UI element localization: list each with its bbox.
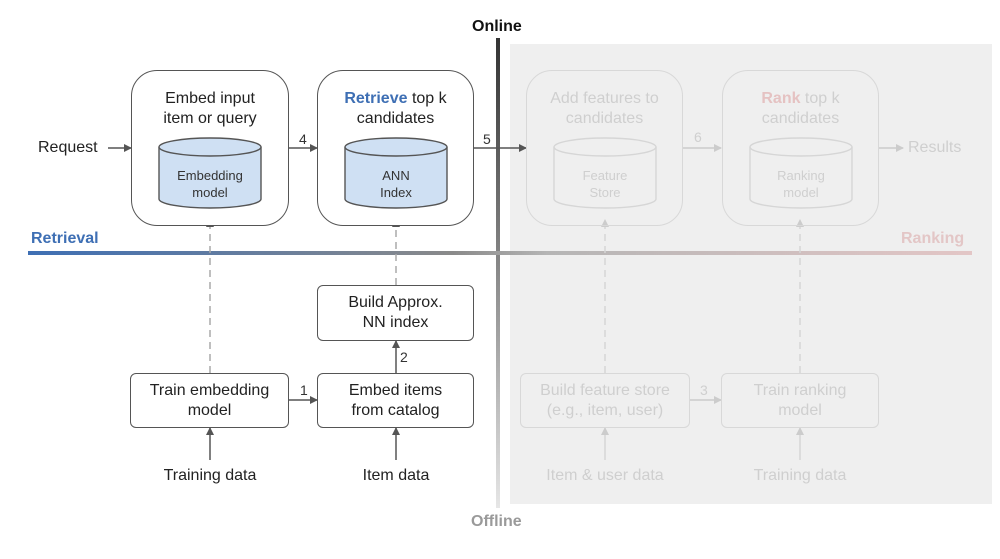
- train-ranking-box: Train ranking model: [721, 373, 879, 428]
- rank-box: Rank top k candidates Ranking model: [722, 70, 879, 226]
- add-features-title: Add features to candidates: [550, 90, 659, 127]
- ranking-model-label: Ranking model: [777, 168, 825, 200]
- offline-heading: Offline: [471, 513, 522, 530]
- rank-title: Rank top k candidates: [761, 90, 840, 127]
- retrieval-label: Retrieval: [31, 230, 99, 247]
- embed-input-box: Embed input item or query Embedding mode…: [131, 70, 289, 226]
- embedding-model-label: Embedding model: [177, 168, 243, 200]
- build-feature-store-box: Build feature store (e.g., item, user): [520, 373, 690, 428]
- feature-store-cylinder: [553, 137, 657, 209]
- ranking-model-cylinder: [749, 137, 853, 209]
- results-label: Results: [908, 139, 962, 156]
- feature-store-label: Feature Store: [582, 168, 628, 200]
- online-offline-divider: [496, 38, 500, 508]
- training-data-2-label: Training data: [753, 467, 847, 484]
- training-data-label: Training data: [163, 467, 257, 484]
- ann-index-label: ANN Index: [380, 168, 412, 200]
- ranking-label: Ranking: [901, 230, 965, 247]
- train-ranking-title: Train ranking model: [753, 382, 847, 419]
- online-heading: Online: [472, 18, 522, 35]
- request-label: Request: [38, 139, 98, 156]
- embed-items-box: Embed items from catalog: [317, 373, 474, 428]
- item-data-label: Item data: [362, 467, 430, 484]
- embedding-model-cylinder: [158, 137, 262, 209]
- retrieve-title: Retrieve top k candidates: [344, 90, 447, 127]
- step-4: 4: [299, 131, 307, 147]
- train-embedding-box: Train embedding model: [130, 373, 289, 428]
- ann-index-cylinder: [344, 137, 448, 209]
- build-ann-title: Build Approx. NN index: [348, 294, 443, 331]
- step-1: 1: [300, 382, 308, 398]
- add-features-box: Add features to candidates Feature Store: [526, 70, 683, 226]
- embed-items-title: Embed items from catalog: [348, 382, 443, 419]
- retrieval-ranking-divider: [28, 251, 972, 255]
- embed-input-title: Embed input item or query: [163, 90, 257, 127]
- item-user-data-label: Item & user data: [546, 467, 664, 484]
- step-6: 6: [694, 129, 702, 145]
- train-embedding-title: Train embedding model: [149, 382, 270, 419]
- step-2: 2: [400, 349, 408, 365]
- retrieve-box: Retrieve top k candidates ANN Index: [317, 70, 474, 226]
- step-3: 3: [700, 382, 708, 398]
- build-feature-store-title: Build feature store (e.g., item, user): [540, 382, 670, 419]
- build-ann-box: Build Approx. NN index: [317, 285, 474, 341]
- step-5: 5: [483, 131, 491, 147]
